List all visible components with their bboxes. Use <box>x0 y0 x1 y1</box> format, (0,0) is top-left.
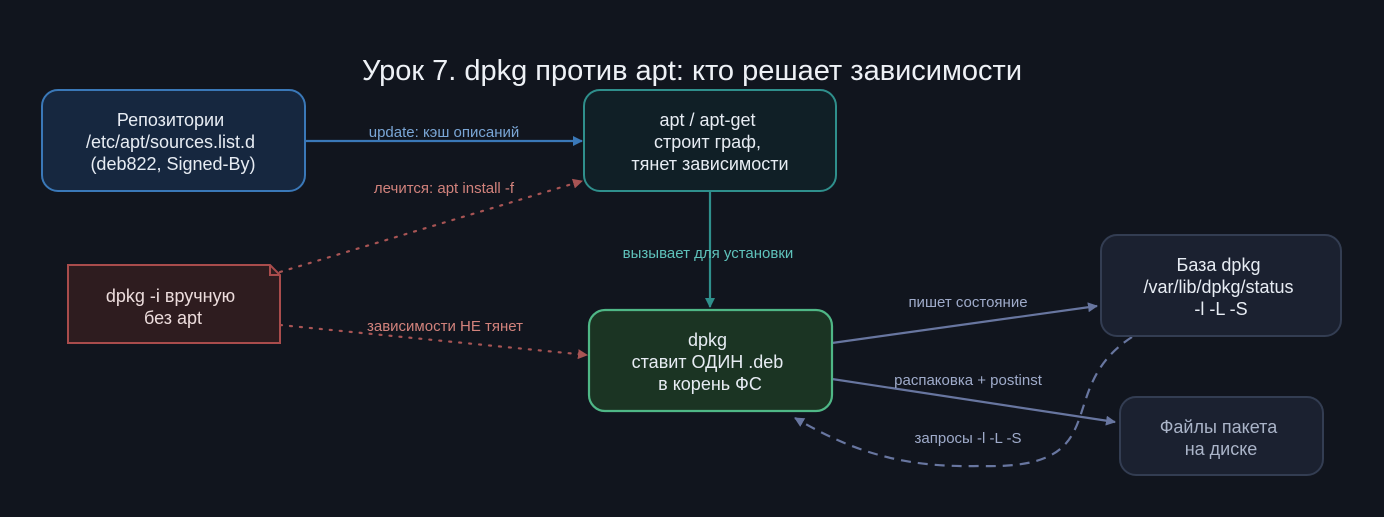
diagram-title: Урок 7. dpkg против apt: кто решает зави… <box>362 55 1022 87</box>
apt-title: apt / apt-get <box>659 110 755 130</box>
svg-text:База dpkg /var/lib/dpkg/: База dpkg /var/lib/dpkg/status -l -L -S <box>1143 255 1298 319</box>
edge-invoke: вызывает для установки <box>623 192 794 308</box>
edge-label-invoke: вызывает для установки <box>623 245 794 262</box>
svg-text:dpkg ставит ОДИН .deb: dpkg ставит ОДИН .deb в корень ФС <box>632 330 789 394</box>
manual-line-2: без apt <box>144 308 202 328</box>
node-manual-install: dpkg -i вручную без apt <box>67 264 281 344</box>
edge-label-state: пишет состояние <box>908 294 1027 311</box>
dpkg-title: dpkg <box>688 330 727 350</box>
edge-label-fix: лечится: apt install -f <box>374 180 515 197</box>
svg-text:apt / apt-get строит гра: apt / apt-get строит граф, тянет зависим… <box>631 110 788 174</box>
repositories-format: (deb822, Signed-By) <box>90 154 255 174</box>
edge-label-update: update: кэш описаний <box>369 124 520 141</box>
svg-text:Репозитории /etc/apt/sou: Репозитории /etc/apt/sources.list.d (deb… <box>86 110 260 174</box>
db-path: /var/lib/dpkg/status <box>1143 277 1293 297</box>
node-dpkg: dpkg ставит ОДИН .deb в корень ФС <box>587 308 834 413</box>
dpkg-line-2: ставит ОДИН .deb <box>632 352 784 372</box>
manual-line-1: dpkg -i вручную <box>106 286 235 306</box>
node-apt: apt / apt-get строит граф, тянет зависим… <box>583 89 837 192</box>
repositories-path: /etc/apt/sources.list.d <box>86 132 255 152</box>
edge-label-no-deps: зависимости НЕ тянет <box>367 318 523 335</box>
node-repositories: Репозитории /etc/apt/sources.list.d (deb… <box>41 89 306 192</box>
dpkg-line-3: в корень ФС <box>658 374 762 394</box>
edge-update: update: кэш описаний <box>305 124 583 146</box>
edge-label-queries: запросы -l -L -S <box>915 430 1022 447</box>
db-title: База dpkg <box>1177 255 1261 275</box>
apt-line-2: строит граф, <box>654 132 761 152</box>
edge-unpack: распаковка + postinst <box>831 372 1116 426</box>
repositories-title: Репозитории <box>117 110 224 130</box>
files-line-2: на диске <box>1185 439 1258 459</box>
apt-line-3: тянет зависимости <box>631 154 788 174</box>
edge-label-unpack: распаковка + postinst <box>894 372 1043 389</box>
svg-text:dpkg -i вручную без apt: dpkg -i вручную без apt <box>106 286 240 328</box>
files-line-1: Файлы пакета <box>1160 417 1278 437</box>
db-flags: -l -L -S <box>1194 299 1247 319</box>
edge-fix: лечится: apt install -f <box>278 178 584 274</box>
edge-queries: запросы -l -L -S <box>794 336 1133 468</box>
svg-text:Файлы пакета на диске: Файлы пакета на диске <box>1160 417 1283 459</box>
edge-state: пишет состояние <box>831 294 1098 345</box>
edge-no-deps: зависимости НЕ тянет <box>278 318 589 360</box>
node-dpkg-database: База dpkg /var/lib/dpkg/status -l -L -S <box>1100 234 1342 337</box>
node-package-files: Файлы пакета на диске <box>1119 396 1324 476</box>
